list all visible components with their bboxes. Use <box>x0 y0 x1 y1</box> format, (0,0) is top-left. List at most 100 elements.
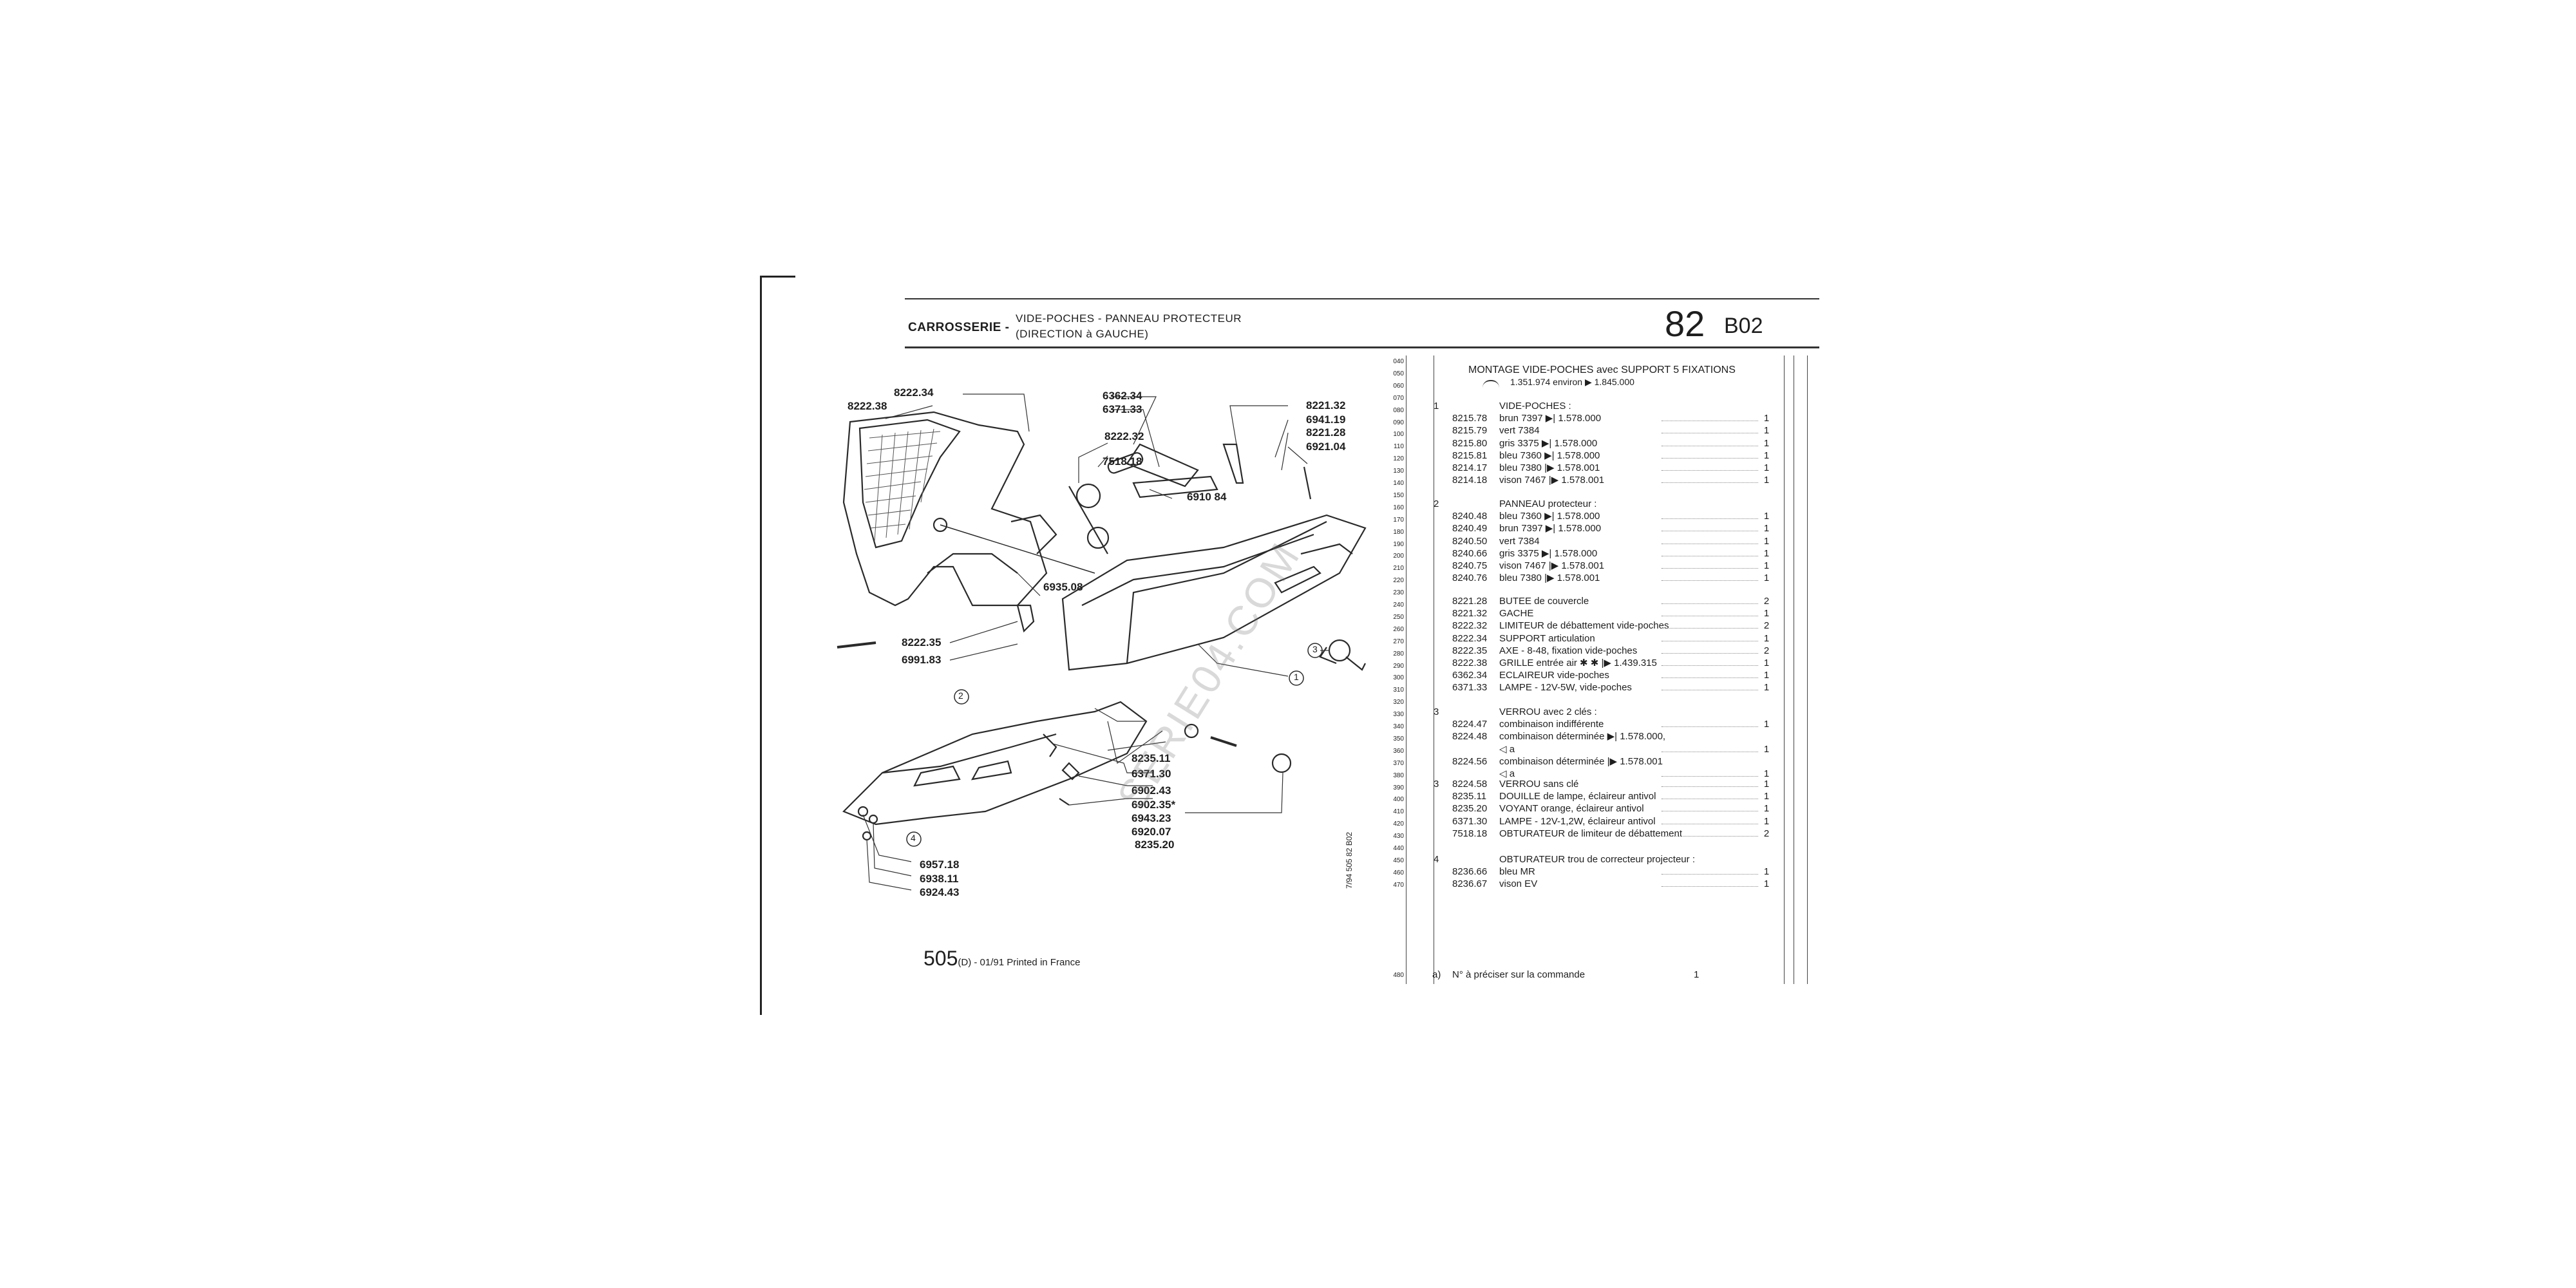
callout-6991-83: 6991.83 <box>902 654 942 666</box>
part-qty: 2 <box>1763 828 1770 839</box>
part-dotted-leader <box>1662 719 1758 728</box>
marker-circle-3 <box>1307 643 1323 658</box>
callout-6943-23: 6943.23 <box>1132 812 1171 824</box>
part-qty: 1 <box>1763 878 1770 890</box>
col-rule-5 <box>1807 355 1808 984</box>
callout-8235-11: 8235.11 <box>1132 752 1171 764</box>
part-desc: bleu MR <box>1499 866 1535 878</box>
part-dotted-leader <box>1662 744 1758 752</box>
line-number: 090 <box>1393 419 1404 426</box>
line-number: 070 <box>1393 394 1404 402</box>
line-number: 300 <box>1393 674 1404 682</box>
part-qty: 2 <box>1763 645 1770 656</box>
header-title-line1: VIDE-POCHES - PANNEAU PROTECTEUR <box>1016 312 1242 325</box>
part-desc: VOYANT orange, éclaireur antivol <box>1499 803 1644 815</box>
line-number: 100 <box>1393 431 1404 439</box>
warning-light <box>1271 753 1292 773</box>
part-ref: 8215.81 <box>1452 450 1488 461</box>
callout-6938-11: 6938.11 <box>920 873 959 885</box>
part-qty: 1 <box>1763 608 1770 620</box>
line-number: 180 <box>1393 528 1404 536</box>
part-ref: 8215.78 <box>1452 413 1488 424</box>
part-ref: 8222.35 <box>1452 645 1488 656</box>
part-desc: vert 7384 <box>1499 425 1540 437</box>
part-qty: 1 <box>1763 437 1770 449</box>
part-desc: bleu 7380 |▶ 1.578.001 <box>1499 462 1600 473</box>
part-qty: 1 <box>1763 682 1770 694</box>
line-number: 360 <box>1393 747 1404 755</box>
part-row: 8222.35 AXE - 8-48, fixation vide-poches 2 <box>1404 645 1790 657</box>
part-dotted-leader <box>1662 462 1758 471</box>
heading-range-arrow <box>1482 380 1499 388</box>
part-desc: GACHE <box>1499 608 1534 620</box>
line-number: 050 <box>1393 370 1404 377</box>
part-ref: 8235.11 <box>1452 791 1487 802</box>
part-ref: 8240.76 <box>1452 573 1488 584</box>
part-dotted-leader <box>1662 682 1758 691</box>
part-desc: vert 7384 <box>1499 535 1540 547</box>
callout-6920-07: 6920.07 <box>1132 826 1171 838</box>
page-edge-tick <box>760 276 795 278</box>
part-qty: 1 <box>1763 779 1770 790</box>
footer-note-prefix: a) <box>1432 969 1441 980</box>
part-dotted-leader <box>1662 438 1758 446</box>
lock-assembly <box>1319 639 1366 671</box>
line-number: 080 <box>1393 406 1404 414</box>
part-desc: SUPPORT articulation <box>1499 632 1595 644</box>
part-desc: vison EV <box>1499 878 1538 890</box>
footer-line-number: 480 <box>1393 972 1404 979</box>
part-ref: 8240.66 <box>1452 547 1488 559</box>
section-index: 1 <box>1434 401 1439 412</box>
line-number: 440 <box>1393 845 1404 852</box>
part-ref: 8224.58 <box>1452 779 1488 790</box>
part-dotted-leader <box>1662 608 1758 617</box>
part-ref: 8240.75 <box>1452 560 1488 571</box>
footer-note-qty: 1 <box>1694 969 1700 980</box>
marker-circle-1 <box>1289 670 1304 686</box>
part-ref: 6371.33 <box>1452 682 1488 694</box>
part-desc: gris 3375 ▶| 1.578.000 <box>1499 547 1598 559</box>
part-ref: 8215.80 <box>1452 437 1488 449</box>
part-ref: 6362.34 <box>1452 670 1488 681</box>
line-number: 210 <box>1393 565 1404 573</box>
leader-lines <box>862 393 1330 891</box>
marker-2: 2 <box>958 690 963 701</box>
callout-6371-33: 6371.33 <box>1103 403 1142 415</box>
callout-8222-35: 8222.35 <box>902 636 942 649</box>
part-ref: 8240.50 <box>1452 535 1488 547</box>
part-ref: 8215.79 <box>1452 425 1488 437</box>
part-ref: 8222.34 <box>1452 632 1488 644</box>
part-qty: 1 <box>1763 719 1770 730</box>
part-desc: AXE - 8-48, fixation vide-poches <box>1499 645 1638 656</box>
part-dotted-leader <box>1662 596 1758 604</box>
line-number: 330 <box>1393 711 1404 719</box>
part-ref: 8236.66 <box>1452 866 1488 878</box>
line-number: 280 <box>1393 650 1404 658</box>
part-desc: combinaison déterminée |▶ 1.578.001 <box>1499 755 1663 767</box>
callout-6902-35: 6902.35* <box>1132 799 1176 811</box>
line-number: 260 <box>1393 625 1404 633</box>
part-dotted-leader <box>1662 633 1758 641</box>
callout-8222-32: 8222.32 <box>1104 430 1144 442</box>
line-number: 110 <box>1394 443 1404 451</box>
section-index: 3 <box>1434 706 1439 717</box>
page-edge-line <box>760 276 762 1015</box>
line-number: 400 <box>1393 796 1404 804</box>
part-qty: 1 <box>1763 803 1770 815</box>
part-ref: 8214.18 <box>1452 475 1488 486</box>
nut-6943 <box>1061 762 1080 781</box>
part-qty: 2 <box>1763 596 1770 607</box>
screw-6920 <box>1059 798 1070 806</box>
screw-c <box>862 831 872 841</box>
part-qty: 1 <box>1763 670 1770 681</box>
footer-note: N° à préciser sur la commande <box>1452 969 1586 980</box>
callout-6902-43: 6902.43 <box>1132 784 1171 797</box>
limiter-rod <box>1068 486 1108 554</box>
